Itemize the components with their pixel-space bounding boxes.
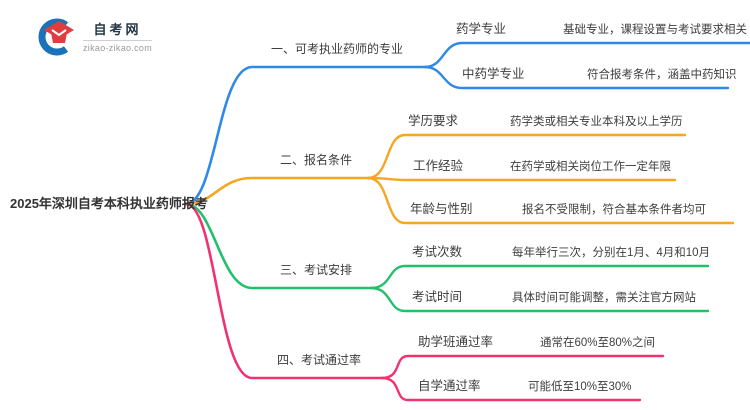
branch-4-child-2-line [380, 376, 642, 402]
branch-1-connector [184, 65, 427, 206]
branch-3-child-1-desc: 每年举行三次，分别在1月、4月和10月 [512, 247, 711, 259]
root-topic: 2025年深圳自考本科执业药师报考 [10, 196, 208, 211]
branch-2-label: 二、报名条件 [280, 153, 353, 167]
branch-1-child-2-label: 中药学专业 [462, 67, 525, 81]
branch-4-label: 四、考试通过率 [277, 353, 362, 367]
branch-2-child-3-label: 年龄与性别 [410, 202, 473, 216]
site-name: 自考网 [83, 19, 153, 41]
branch-4-child-1-line [380, 354, 665, 380]
branch-2-child-1-desc: 药学类或相关专业本科及以上学历 [510, 116, 683, 128]
branch-1-child-1-desc: 基础专业，课程设置与考试要求相关 [563, 24, 747, 36]
branch-1-child-2-desc: 符合报考条件，涵盖中药知识 [587, 69, 737, 81]
branch-3-child-2-line [369, 286, 710, 313]
branch-2-child-1-line [366, 133, 687, 180]
branch-2-connector [184, 176, 370, 206]
branch-2-child-2-desc: 在药学或相关岗位工作一定年限 [510, 161, 671, 173]
logo-cap-chevron [51, 29, 67, 37]
logo-text-block: 自考网 zikao-zikao.com [83, 19, 153, 53]
branch-4-child-2-desc: 可能低至10%至30% [528, 381, 632, 393]
branch-1-child-2-line [423, 65, 730, 90]
branch-2-child-2-line [366, 176, 677, 182]
branch-3-child-2-desc: 具体时间可能调整，需关注官方网站 [512, 292, 696, 304]
branch-2-child-3-line [366, 176, 735, 225]
branch-1-label: 一、可考执业药师的专业 [271, 42, 404, 56]
branch-1-child-1-line [423, 41, 750, 69]
branch-3-label: 三、考试安排 [280, 263, 353, 277]
graduation-cap-icon [38, 18, 74, 56]
branch-2-child-2-label: 工作经验 [413, 159, 464, 173]
branch-2-child-3-desc: 报名不受限制，符合基本条件者均可 [522, 204, 706, 216]
site-logo[interactable]: 自考网 zikao-zikao.com [33, 16, 153, 56]
site-domain: zikao-zikao.com [83, 43, 153, 53]
branch-2-child-1-label: 学历要求 [408, 114, 459, 128]
branch-4-child-1-label: 助学班通过率 [418, 335, 494, 349]
branch-1-child-1-label: 药学专业 [456, 22, 507, 36]
branch-4-child-1-desc: 通常在60%至80%之间 [540, 337, 656, 349]
branch-3-child-1-label: 考试次数 [412, 245, 463, 259]
branch-3-connector [184, 202, 373, 290]
logo-cap-base [51, 33, 67, 43]
branch-3-child-2-label: 考试时间 [412, 290, 463, 304]
branch-3-child-1-line [369, 264, 710, 290]
branch-4-child-2-label: 自学通过率 [418, 379, 481, 393]
branch-4-connector [184, 202, 384, 380]
